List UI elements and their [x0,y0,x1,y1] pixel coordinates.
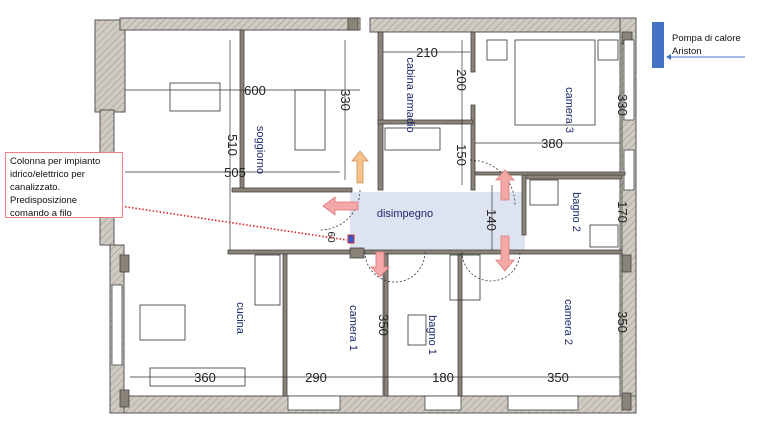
room-disimpegno: disimpegno [377,208,433,220]
column-marker [347,234,355,244]
pillars [119,17,633,411]
arrow-up-icon [495,169,515,201]
dim-cabina-width: 210 [416,45,438,60]
heat-pump-marker [652,22,664,68]
furniture [139,39,619,387]
dim-camera1-depth: 350 [376,314,391,336]
dim-camera2-depth: 350 [615,311,630,333]
room-cucina: cucina [234,302,246,335]
dim-cabina-depth: 200 [454,69,469,91]
heat-pump-arrowhead-icon [666,54,671,60]
dim-cucina-width: 360 [194,370,216,385]
arrow-up-orange-icon [351,150,369,184]
dim-bagno2-170: 170 [615,201,630,223]
room-cabina-armadio: cabina armadio [404,57,416,132]
interior-walls [227,29,626,397]
heat-pump-annotation: Pompa di calore Ariston [672,33,741,57]
column-pointer-line [79,199,348,241]
dimension-lines [125,40,623,395]
dim-soggiorno-depth: 510 [225,134,240,156]
column-annotation: Colonna per impianto idrico/elettrico pe… [5,152,123,219]
windows [111,39,635,411]
dim-bagno1-width: 180 [432,370,454,385]
dim-camera3-width: 380 [541,136,563,151]
room-bagno1: bagno 1 [426,315,438,355]
arrow-down-icon [495,235,515,272]
dim-camera1-width: 290 [305,370,327,385]
arrow-left-icon [322,196,359,216]
room-camera3: camera 3 [563,87,575,133]
dim-camera3-depth: 330 [615,94,630,116]
arrow-down-icon [370,251,390,278]
dim-hall-140: 140 [484,209,499,231]
room-bagno2: bagno 2 [570,192,582,232]
airflow-arrows [322,150,515,278]
room-soggiorno: soggiorno [254,126,266,174]
dim-closet-150: 150 [454,144,469,166]
disimpegno-area [350,192,525,250]
room-camera2: camera 2 [562,299,574,345]
dim-soggiorno-width: 600 [244,83,266,98]
dim-camera2-width: 350 [547,370,569,385]
room-camera1: camera 1 [347,305,359,351]
dim-soggiorno-330: 330 [338,89,353,111]
dim-soggiorno-inner: 505 [224,165,246,180]
